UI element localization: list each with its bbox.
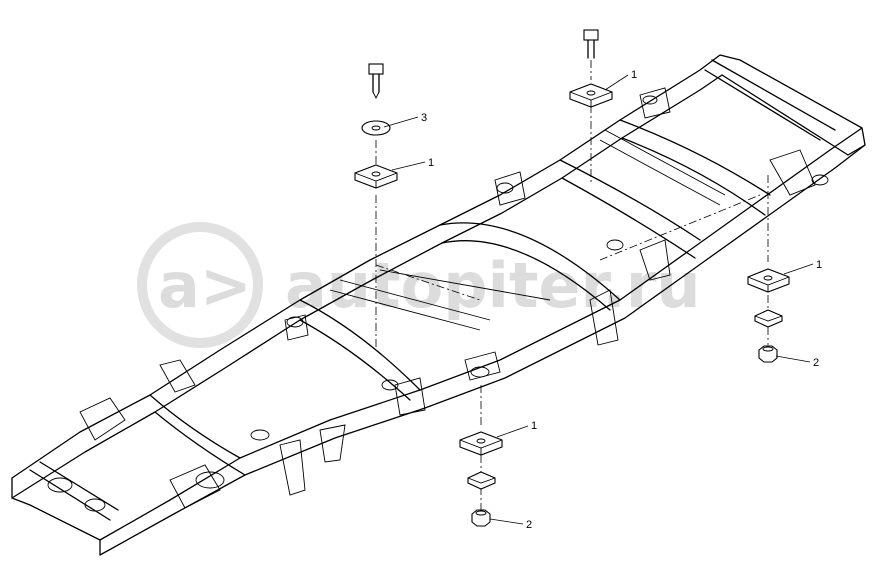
- watermark-text: autopiter.ru: [285, 249, 701, 322]
- watermark-logo-glyph: a>: [158, 249, 252, 322]
- chassis-frame: [11, 54, 866, 556]
- body-mount-assembly-rear: [569, 29, 613, 108]
- callout-2-right-nut: 2: [813, 357, 819, 369]
- nut-part-2: [758, 345, 778, 363]
- body-mount-cushion-upper: [569, 83, 613, 108]
- washer-part-3: [361, 120, 391, 136]
- callout-1-rear-cushion: 1: [631, 69, 637, 81]
- bolt-head: [368, 63, 384, 75]
- left-side-rail: [11, 54, 721, 479]
- body-mount-assembly-center: [459, 431, 503, 527]
- callout-2-center-nut: 2: [526, 519, 532, 531]
- bolt-head: [583, 29, 599, 41]
- leader-lines: [383, 74, 814, 525]
- callout-1-right-cushion: 1: [816, 259, 822, 271]
- watermark-logo: [137, 222, 263, 348]
- body-mount-cushion-lower: [754, 309, 783, 328]
- callout-1-center-cushion: 1: [531, 420, 537, 432]
- body-mount-assembly-left: [354, 63, 398, 189]
- callouts: 3 1 1 1 2 1 2: [421, 69, 822, 531]
- body-mount-cushion-lower: [467, 471, 496, 490]
- crossmember-2: [299, 299, 421, 391]
- callout-3-washer: 3: [421, 112, 427, 124]
- body-mount-cushion-upper: [459, 431, 503, 456]
- body-mount-cushion-upper: [747, 268, 790, 293]
- crossmember-3: [439, 222, 621, 301]
- crossmember-4: [559, 159, 701, 241]
- nut-part-2: [471, 509, 491, 527]
- watermark: a> autopiter.ru: [137, 222, 701, 348]
- bolt-shank: [587, 39, 595, 59]
- bolt-shank: [372, 73, 380, 93]
- body-mount-cushion-upper: [354, 164, 398, 189]
- crossmember-5: [619, 119, 771, 196]
- callout-1-left-cushion: 1: [428, 157, 434, 169]
- body-mount-assembly-right: [747, 268, 790, 363]
- crossmember-1: [149, 394, 241, 459]
